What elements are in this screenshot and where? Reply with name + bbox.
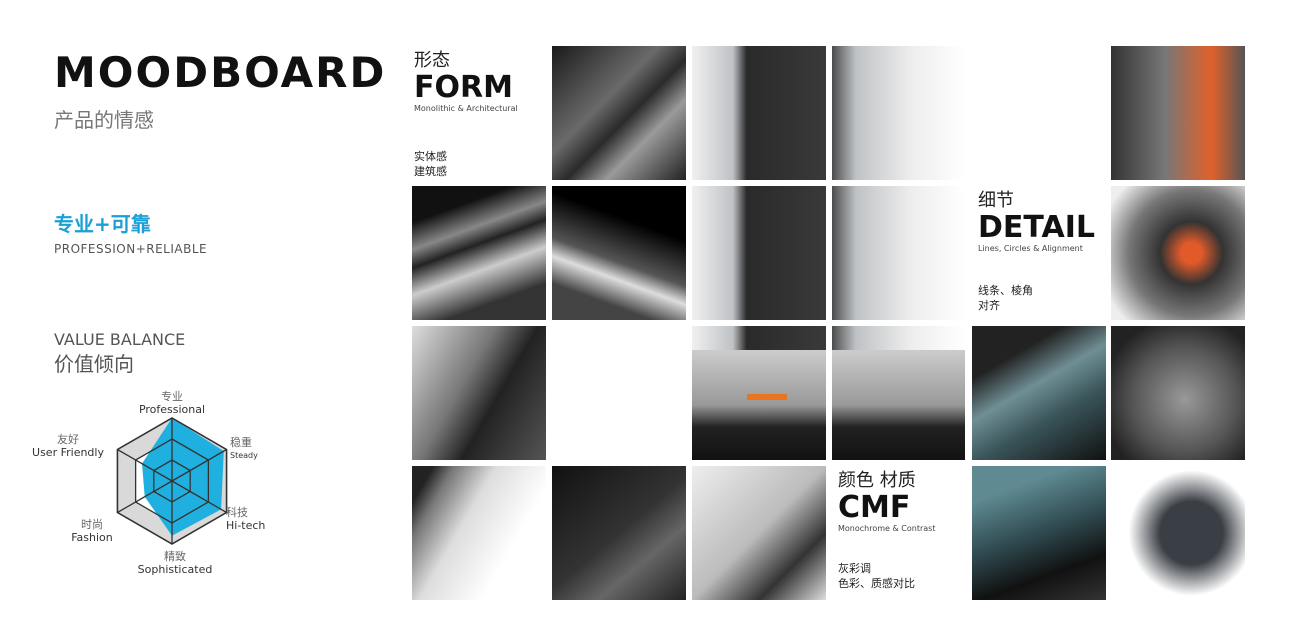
keyword-cn: 专业+可靠	[54, 212, 151, 236]
radar-axis-label-en: Sophisticated	[137, 563, 213, 576]
page-subtitle: 产品的情感	[54, 108, 154, 132]
radar-axis-line	[117, 448, 173, 482]
value-balance-title: VALUE BALANCE	[54, 330, 186, 349]
radar-axis-label-cn: 专业	[161, 390, 183, 403]
radar-axis-label-cn: 友好	[57, 433, 79, 446]
cmf-sub: Monochrome & Contrast	[838, 524, 936, 533]
page-title: MOODBOARD	[54, 48, 387, 97]
tank-car-image	[1111, 46, 1245, 180]
cmf-cn: 颜色 材质	[838, 470, 916, 491]
detail-desc-2: 对齐	[978, 299, 1000, 312]
keyword-en: PROFESSION+RELIABLE	[54, 242, 208, 256]
radar-axis-label: 稳重 Steady	[230, 436, 258, 462]
form-sub: Monolithic & Architectural	[414, 104, 518, 113]
cmf-en: CMF	[838, 490, 911, 525]
detail-caption: 细节 DETAIL Lines, Circles & Alignment 线条、…	[978, 186, 1112, 320]
cmf-desc-2: 色彩、质感对比	[838, 577, 915, 590]
radar-chart	[116, 417, 228, 545]
grid-gap	[826, 46, 832, 460]
form-desc-1: 实体感	[414, 150, 447, 163]
drill-handle-image	[972, 326, 1106, 460]
radar-axis-label-en: Steady	[230, 451, 258, 460]
metal-edge-image	[412, 326, 546, 460]
detail-cn: 细节	[978, 190, 1014, 211]
radar-axis-label-cn: 时尚	[81, 518, 103, 531]
radar-axis-label-en: Fashion	[71, 531, 113, 544]
tool-part-image	[1111, 466, 1245, 600]
radar-axis-label-cn: 科技	[226, 506, 248, 519]
radar-axis-label-cn: 精致	[164, 550, 186, 563]
form-cn: 形态	[414, 50, 450, 71]
radar-axis-label-en: User Friendly	[32, 446, 104, 459]
metal-form-image	[552, 186, 686, 320]
grid-gap	[692, 180, 965, 186]
value-balance-title-cn: 价值倾向	[54, 352, 134, 376]
button-panel-image	[412, 466, 546, 600]
form-en: FORM	[414, 70, 513, 105]
radar-axis-label-en: Professional	[138, 403, 206, 416]
form-caption: 形态 FORM Monolithic & Architectural 实体感 建…	[414, 46, 548, 180]
textured-housing-image	[552, 466, 686, 600]
detail-sub: Lines, Circles & Alignment	[978, 244, 1083, 253]
radar-axis-line	[171, 480, 227, 514]
tank-detail-image	[1111, 186, 1245, 320]
radar-axis-label-cn: 稳重	[230, 436, 252, 449]
radar-axis-line	[171, 448, 227, 482]
drill-body-image	[972, 466, 1106, 600]
radar-axis-line	[117, 480, 173, 514]
grid-gap	[692, 320, 965, 326]
detail-en: DETAIL	[978, 210, 1096, 245]
radar-axis-label-en: Hi-tech	[226, 519, 266, 532]
radar-value-area	[141, 418, 224, 536]
faceted-surface-image	[552, 46, 686, 180]
form-desc-2: 建筑感	[414, 165, 447, 178]
cmf-caption: 颜色 材质 CMF Monochrome & Contrast 灰彩调 色彩、质…	[838, 466, 972, 600]
metal-block-image	[692, 466, 826, 600]
metal-form-image	[412, 186, 546, 320]
cmf-desc-1: 灰彩调	[838, 562, 871, 575]
detail-desc-1: 线条、棱角	[978, 284, 1033, 297]
tank-end-image	[1111, 326, 1245, 460]
